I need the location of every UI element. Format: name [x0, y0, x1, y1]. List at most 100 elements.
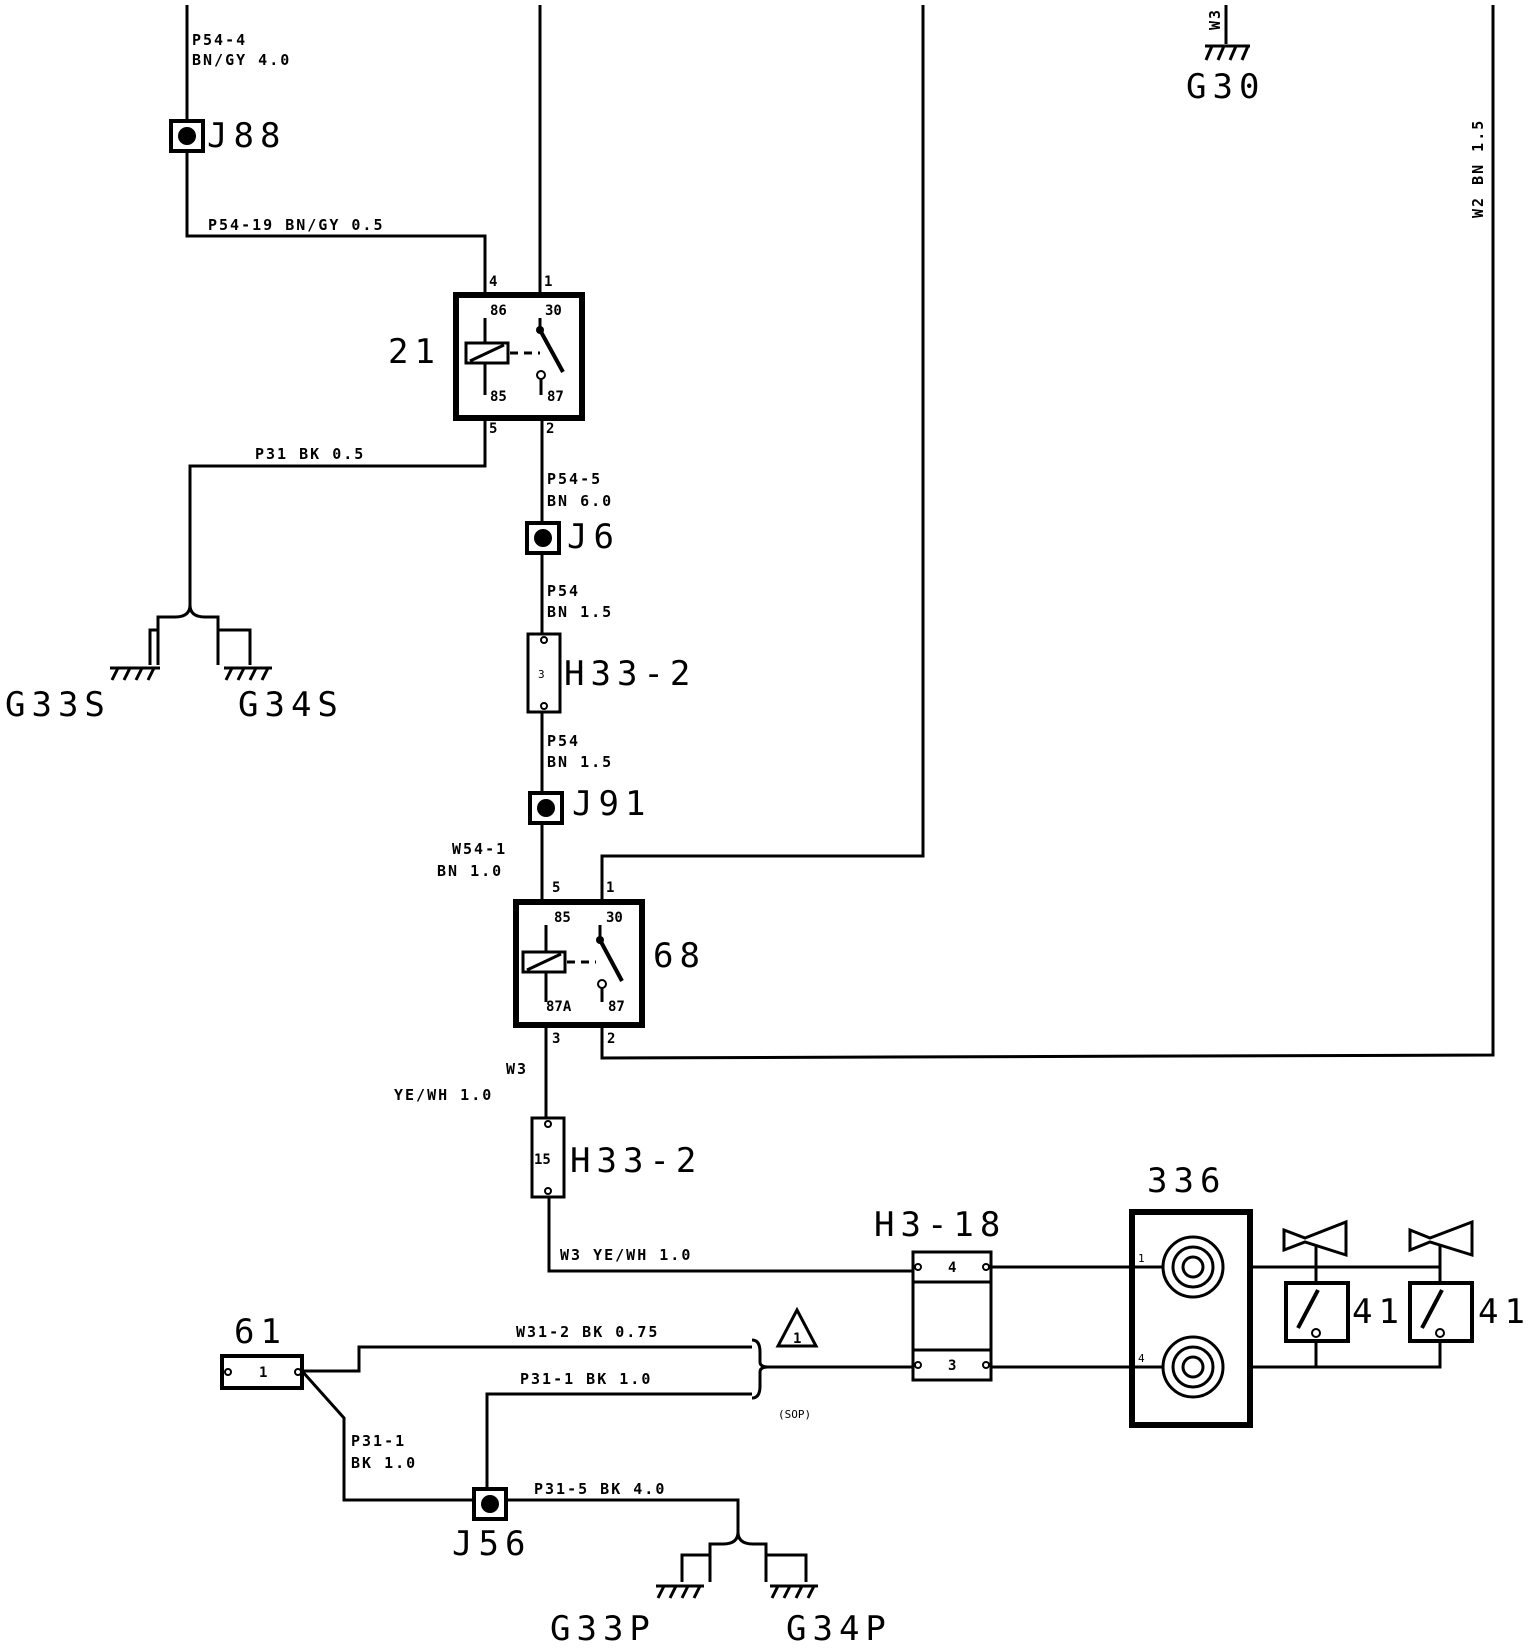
horn-41-right: [1408, 1219, 1474, 1343]
label-h3-18: H3-18: [874, 1205, 1006, 1245]
label-w3: W3: [506, 1060, 528, 1078]
label-w3-vertical: W3: [1206, 8, 1224, 30]
pin-r68-in1: 1: [606, 880, 614, 896]
component-336: [1129, 1209, 1253, 1428]
label-p31-5: P31-5 BK 4.0: [534, 1480, 666, 1498]
pin-r68-out3: 3: [552, 1031, 560, 1047]
wire-p31-1-right: [485, 1392, 752, 1493]
wire-336-to-41-top: [1250, 1265, 1442, 1283]
pin-r21-out5: 5: [489, 421, 497, 437]
label-g30: G30: [1186, 67, 1265, 107]
splice-j6: [525, 521, 561, 555]
component-61: [220, 1354, 304, 1390]
label-w3-spec: YE/WH 1.0: [394, 1086, 493, 1104]
ground-icon: [224, 666, 272, 681]
label-p54-a-spec: BN 1.5: [547, 603, 613, 621]
pin-h33-bottom: 15: [534, 1152, 551, 1168]
label-h33-2-top: H33-2: [564, 654, 696, 694]
wire-336-to-41-bottom: [1250, 1341, 1442, 1369]
label-g33p: G33P: [550, 1609, 656, 1648]
connector-h33-2-bottom: [530, 1116, 566, 1199]
label-j88: J88: [207, 116, 286, 156]
label-h33-2-bottom: H33-2: [570, 1141, 702, 1181]
label-w2-vertical: W2 BN 1.5: [1469, 119, 1487, 218]
pin-r68-87a: 87A: [546, 999, 572, 1015]
pin-h3-18-3: 3: [948, 1358, 956, 1374]
sop-splice-brace: [751, 1338, 769, 1400]
label-w3-bottom: W3 YE/WH 1.0: [560, 1246, 692, 1264]
pin-r21-30: 30: [545, 303, 562, 319]
label-sop: (SOP): [778, 1408, 811, 1421]
horn-41-left: [1282, 1219, 1350, 1343]
label-relay-68: 68: [653, 936, 706, 976]
pin-r68-in5: 5: [552, 880, 560, 896]
ground-icon: [770, 1584, 818, 1599]
wire-ground-fork-s: [148, 604, 252, 665]
label-61: 61: [234, 1312, 287, 1352]
wire-relay68-pin30-feed: [600, 5, 925, 900]
label-p31-1-left-spec: BK 1.0: [351, 1454, 417, 1472]
splice-j91: [528, 791, 564, 825]
pin-r68-87: 87: [608, 999, 625, 1015]
coil-icon: [1161, 1235, 1225, 1299]
horn-icon: [1408, 1219, 1474, 1258]
wire-ground-fork-p: [680, 1531, 808, 1582]
pin-r21-in4: 4: [489, 274, 497, 290]
label-j91: J91: [572, 784, 651, 824]
connector-h33-2-top: [526, 632, 562, 714]
wire-p31-1-left: [300, 1370, 487, 1502]
pin-r68-out2: 2: [607, 1031, 615, 1047]
pin-r68-30: 30: [606, 910, 623, 926]
label-p31-1-right: P31-1 BK 1.0: [520, 1370, 652, 1388]
pin-h3-18-4: 4: [948, 1260, 956, 1276]
pin-h33-top: 3: [538, 668, 545, 681]
pin-labels: 4 1 86 30 85 87 5 2 5 1 85 30 87A 87 3 2…: [259, 274, 1145, 1381]
label-note-triangle: 1: [793, 1331, 801, 1347]
label-w31-2: W31-2 BK 0.75: [516, 1323, 659, 1341]
label-p54-a: P54: [547, 582, 580, 600]
splices: [169, 119, 564, 1521]
pin-r68-85: 85: [554, 910, 571, 926]
relay-68: [513, 899, 645, 1028]
pin-r21-87: 87: [547, 389, 564, 405]
ground-symbols: [110, 44, 1250, 1599]
horn-icon: [1282, 1219, 1348, 1258]
label-41-right: 41: [1478, 1292, 1531, 1332]
wire-w31-2: [302, 1345, 752, 1373]
pin-61: 1: [259, 1365, 267, 1381]
note-triangle-icon: [775, 1306, 819, 1348]
ground-icon: [1204, 44, 1250, 61]
label-p54-5: P54-5: [547, 470, 602, 488]
component-labels: J88 J6 J91 J56 21 68 H33-2 H33-2 H3-18 3…: [5, 67, 1531, 1648]
coil-icon: [1161, 1335, 1225, 1399]
label-p54-b-spec: BN 1.5: [547, 753, 613, 771]
label-g34p: G34P: [786, 1609, 892, 1648]
relay-21: [453, 292, 585, 421]
wire-labels: P54-4 BN/GY 4.0 P54-19 BN/GY 0.5 P31 BK …: [192, 8, 1487, 1498]
label-p31-top: P31 BK 0.5: [255, 445, 365, 463]
wires: [148, 5, 1495, 1582]
ground-icon: [110, 666, 160, 681]
label-g34s: G34S: [238, 685, 344, 725]
connector-h3-18: [911, 1250, 993, 1382]
pin-r21-85: 85: [490, 389, 507, 405]
wire-p31-bk-0-5: [188, 418, 487, 605]
label-w54-1-spec: BN 1.0: [437, 862, 503, 880]
pin-r21-in1: 1: [544, 274, 552, 290]
label-j56: J56: [452, 1524, 531, 1564]
pin-336-4: 4: [1138, 1352, 1145, 1365]
label-j6: J6: [567, 517, 620, 557]
pin-r21-86: 86: [490, 303, 507, 319]
label-41-left: 41: [1352, 1292, 1405, 1332]
splice-j56: [472, 1487, 508, 1521]
pin-336-1: 1: [1138, 1252, 1145, 1265]
label-g33s: G33S: [5, 685, 111, 725]
label-relay-21: 21: [388, 332, 441, 372]
wire-p31-5: [487, 1498, 740, 1532]
label-p54-4: P54-4: [192, 31, 247, 49]
label-p54-5-spec: BN 6.0: [547, 492, 613, 510]
label-p31-1-left: P31-1: [351, 1432, 406, 1450]
wire-w2-bn-1-5: [600, 5, 1495, 1060]
pin-r21-out2: 2: [546, 421, 554, 437]
